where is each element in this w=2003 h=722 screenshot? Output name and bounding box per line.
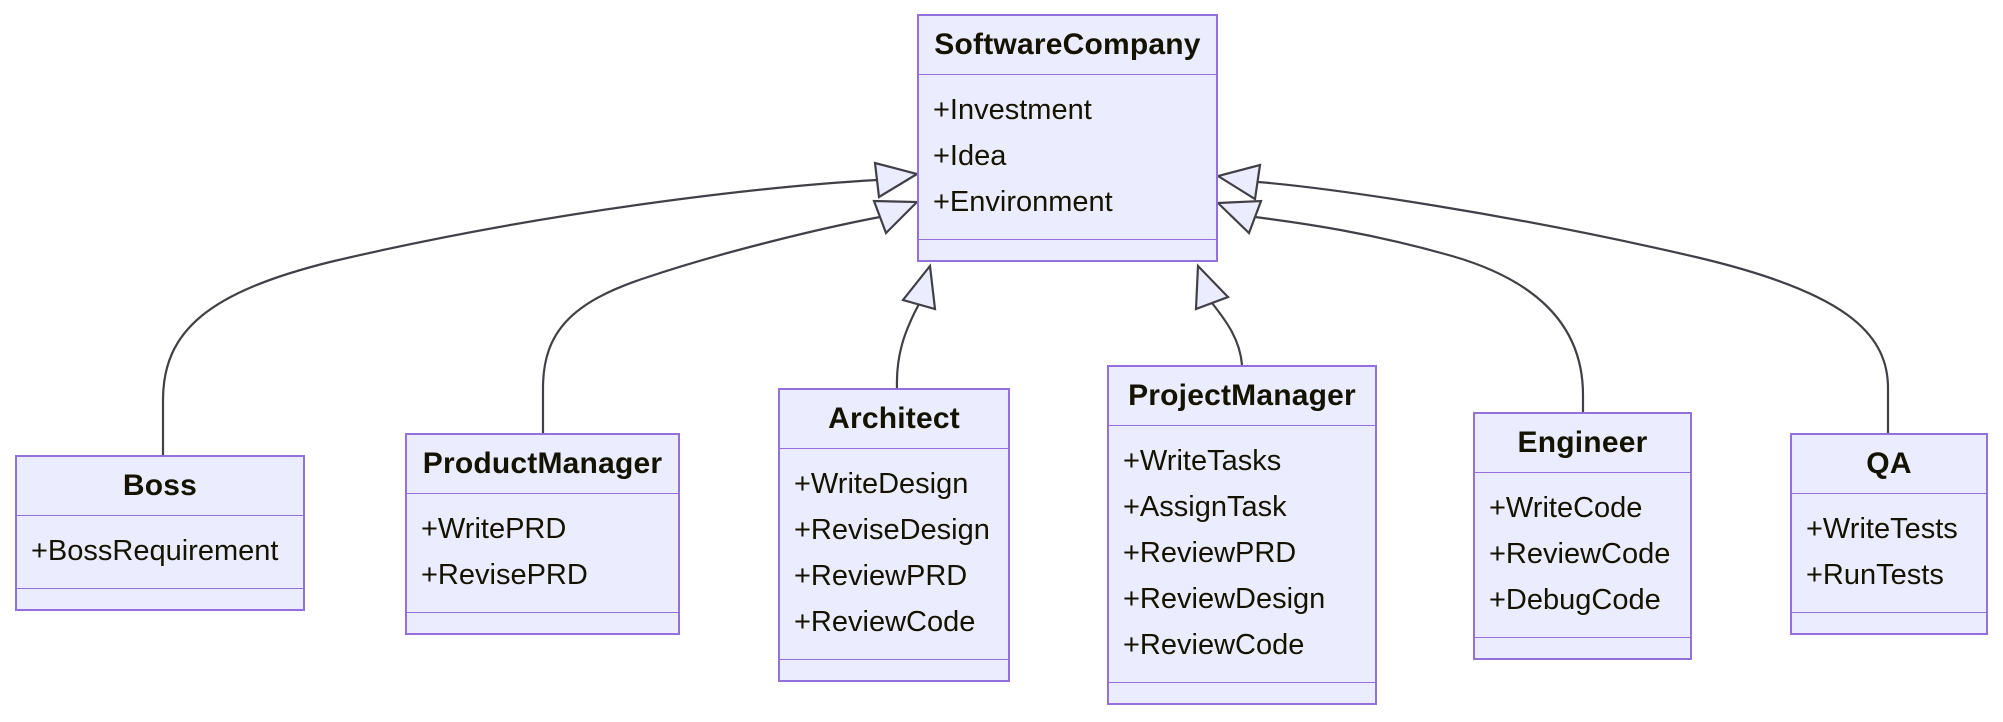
class-attribute: +Environment [933,186,1113,218]
class-attribute: +WriteCode [1489,492,1643,524]
class-title: Boss [17,457,303,516]
class-title: Architect [780,390,1008,449]
inheritance-edge-architect [895,303,920,389]
class-box-boss: Boss +BossRequirement [15,455,305,611]
class-box-architect: Architect +WriteDesign +ReviseDesign +Re… [778,388,1010,682]
class-methods-empty [919,240,1216,260]
class-attribute: +ReviewDesign [1123,583,1326,615]
inheritance-arrowhead-boss [873,161,920,199]
class-attribute: +Idea [933,140,1007,172]
inheritance-edge-boss [161,178,878,455]
class-attribute: +AssignTask [1123,491,1287,523]
class-box-engineer: Engineer +WriteCode +ReviewCode +DebugCo… [1473,412,1692,660]
class-methods-empty [1475,638,1690,658]
inheritance-arrowhead-engineer [1215,199,1263,235]
class-box-productmanager: ProductManager +WritePRD +RevisePRD [405,433,680,635]
class-attribute: +WriteTests [1806,513,1958,545]
class-attribute: +DebugCode [1489,584,1661,616]
class-attribute: +ReviewPRD [1123,537,1297,569]
inheritance-arrowhead-qa [1215,163,1262,201]
inheritance-arrowhead-architect [901,263,937,311]
class-attribute: +Investment [933,94,1092,126]
class-methods-empty [780,660,1008,680]
class-methods-empty [407,613,678,633]
class-attribute: +WriteDesign [794,468,969,500]
class-attribute: +WritePRD [421,513,567,545]
class-attributes: +Investment +Idea +Environment [919,75,1216,240]
class-title: ProductManager [407,435,678,494]
class-attribute: +RunTests [1806,559,1944,591]
class-methods-empty [1792,613,1986,633]
inheritance-arrowhead-projectmanager [1194,263,1230,311]
class-title: ProjectManager [1109,367,1375,426]
class-attribute: +ReviseDesign [794,514,990,546]
class-title: Engineer [1475,414,1690,473]
inheritance-arrowhead-productmanager [872,199,920,235]
class-box-qa: QA +WriteTests +RunTests [1790,433,1988,635]
class-attributes: +WriteCode +ReviewCode +DebugCode [1475,473,1690,638]
class-attributes: +WriteTasks +AssignTask +ReviewPRD +Revi… [1109,426,1375,683]
class-attributes: +BossRequirement [17,516,303,589]
class-attribute: +BossRequirement [31,535,279,567]
class-attributes: +WritePRD +RevisePRD [407,494,678,613]
class-attributes: +WriteDesign +ReviseDesign +ReviewPRD +R… [780,449,1008,660]
class-attributes: +WriteTests +RunTests [1792,494,1986,613]
class-box-softwarecompany: SoftwareCompany +Investment +Idea +Envir… [917,14,1218,262]
class-attribute: +WriteTasks [1123,445,1282,477]
class-attribute: +RevisePRD [421,559,588,591]
class-box-projectmanager: ProjectManager +WriteTasks +AssignTask +… [1107,365,1377,705]
class-methods-empty [17,589,303,609]
class-attribute: +ReviewCode [1123,629,1305,661]
class-attribute: +ReviewCode [1489,538,1671,570]
inheritance-edge-projectmanager [1211,302,1244,366]
class-attribute: +ReviewCode [794,606,976,638]
class-attribute: +ReviewPRD [794,560,968,592]
class-methods-empty [1109,683,1375,703]
class-title: QA [1792,435,1986,494]
class-title: SoftwareCompany [919,16,1216,75]
